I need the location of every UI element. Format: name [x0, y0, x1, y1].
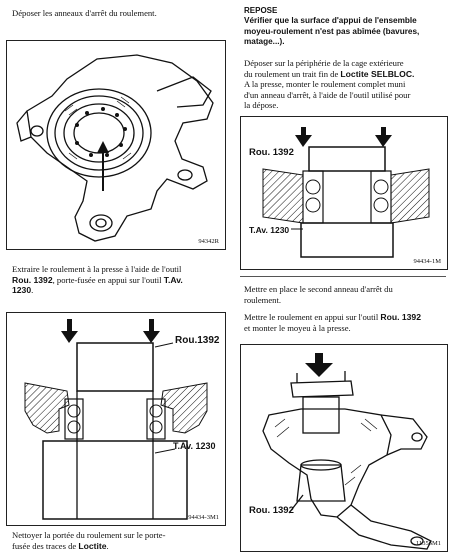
tool-label-rou-1392: Rou. 1392: [249, 505, 294, 516]
hub-pressing-drawing: [262, 353, 432, 550]
extraction-drawing: [24, 319, 208, 520]
figure-caption: 94434-3M1: [188, 514, 219, 521]
instruction-remove-rings: Déposer les anneaux d'arrêt du roulement…: [12, 8, 157, 18]
instruction-apply-loctite: Déposer sur la périphérie de la cage ext…: [244, 58, 415, 111]
downward-arrow-icon: [305, 353, 333, 377]
knuckle-drawing: [16, 54, 214, 242]
figure-hub-pressing: Rou. 1392 11356M1: [240, 344, 448, 552]
figure-caption: 94342R: [198, 238, 219, 245]
figure-caption: 11356M1: [415, 540, 441, 547]
divider: [240, 276, 446, 277]
instruction-clean-seat: Nettoyer la portée du roulement sur le p…: [12, 530, 166, 551]
fitting-drawing: [262, 127, 430, 258]
section-heading: REPOSE: [244, 6, 278, 15]
tool-label-tav-1230: T.Av. 1230: [249, 225, 290, 235]
tool-label-tav-1230: T.Av. 1230: [173, 441, 216, 451]
instruction-second-ring: Mettre en place le second anneau d'arrêt…: [244, 284, 393, 305]
figure-knuckle-with-bearing: 94342R: [6, 40, 226, 250]
upward-arrow-icon: [97, 141, 109, 191]
tool-label-rou-1392: Rou.1392: [175, 335, 220, 346]
instruction-press-hub: Mettre le roulement en appui sur l'outil…: [244, 312, 421, 333]
tool-label-rou-1392: Rou. 1392: [249, 147, 294, 158]
figure-caption: 94434-1M: [413, 258, 441, 265]
figure-fitting-press: Rou. 1392 T.Av. 1230 94434-1M: [240, 116, 448, 270]
warning-text: Vérifier que la surface d'appui de l'ens…: [244, 16, 420, 47]
figure-extraction-press: Rou.1392 T.Av. 1230 94434-3M1: [6, 312, 226, 526]
instruction-extract-bearing: Extraire le roulement à la presse à l'ai…: [12, 264, 183, 296]
